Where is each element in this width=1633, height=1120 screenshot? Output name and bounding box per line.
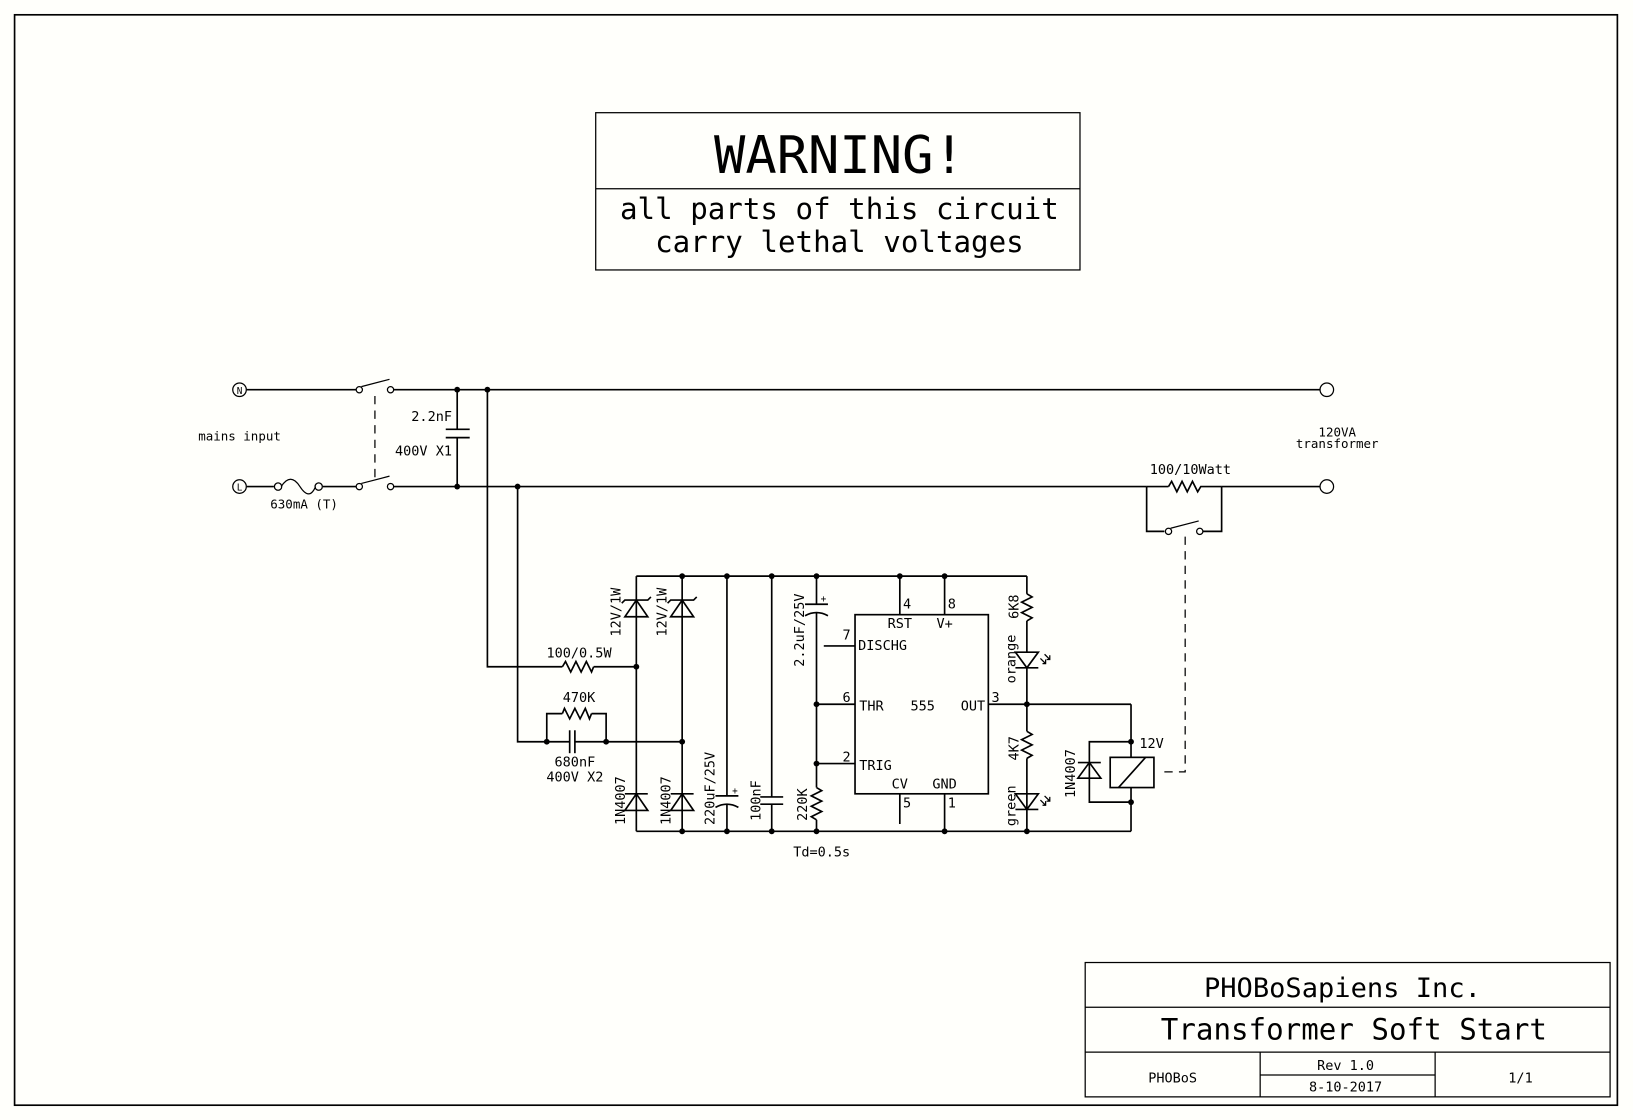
orange-resistor-label: 6K8 xyxy=(1007,594,1023,618)
bleed-resistor-label: 470K xyxy=(563,690,596,706)
pin-out-num: 3 xyxy=(991,690,999,706)
mains-input: N L mains input 630mA (T) xyxy=(198,378,395,511)
timing-resistor: 220K xyxy=(795,786,824,832)
pin-trig-num: 2 xyxy=(843,750,851,766)
pin-trig: TRIG xyxy=(859,758,892,774)
zener-diode-1: 12V/1W xyxy=(609,587,652,637)
green-indicator: 4K7 green xyxy=(1003,730,1051,826)
bulk-capacitor: + 220uF/25V xyxy=(702,576,739,832)
series-resistor: 100/0.5W xyxy=(546,645,612,674)
transformer-terminal-top xyxy=(1319,382,1335,398)
live-terminal-label: L xyxy=(237,483,243,494)
sheet-border xyxy=(13,13,1619,1107)
drawing-title: Transformer Soft Start xyxy=(1161,1013,1547,1047)
title-block: PHOBoSapiens Inc. Transformer Soft Start… xyxy=(1084,961,1611,1098)
revision: Rev 1.0 xyxy=(1317,1058,1374,1074)
chip-label: 555 xyxy=(911,698,935,714)
rectifier-diode-2: 1N4007 xyxy=(659,776,696,825)
relay-voltage-label: 12V xyxy=(1139,736,1163,752)
fuse: 630mA (T) xyxy=(270,478,338,511)
mains-input-label: mains input xyxy=(198,429,281,444)
transformer-label-1: 120VA xyxy=(1318,425,1356,440)
transformer-label-2: transformer xyxy=(1296,436,1379,451)
warning-line2: carry lethal voltages xyxy=(655,225,1024,259)
warning-box: WARNING! all parts of this circuit carry… xyxy=(595,112,1081,271)
warning-title: WARNING! xyxy=(714,126,965,186)
pin-cv-num: 5 xyxy=(903,795,911,811)
pin-gnd: GND xyxy=(932,777,956,793)
pin-disch-num: 7 xyxy=(843,628,851,644)
transformer-terminal-bottom xyxy=(1319,479,1335,494)
zener1-label: 12V/1W xyxy=(609,587,625,637)
diode2-label: 1N4007 xyxy=(659,776,675,825)
author: PHOBoS xyxy=(1148,1070,1197,1086)
pin-cv: CV xyxy=(892,777,908,793)
pin-rst-num: 4 xyxy=(903,596,911,612)
timer-555: RST 4 V+ 8 DISCHG 7 THR 6 555 OUT 3 TRIG… xyxy=(816,576,1132,832)
relay-contact xyxy=(1145,486,1223,773)
warning-line1: all parts of this circuit xyxy=(620,192,1059,226)
x2-cap-value: 680nF xyxy=(555,755,596,771)
bypass-resistor-label: 100/10Watt xyxy=(1150,462,1231,478)
bleed-resistor: 470K xyxy=(545,690,607,742)
svg-text:+: + xyxy=(732,786,738,797)
x1-cap-value: 2.2nF xyxy=(411,409,452,425)
delay-label: Td=0.5s xyxy=(793,844,850,860)
timing-capacitor: + 2.2uF/25V xyxy=(792,576,829,788)
x2-cap-rating: 400V X2 xyxy=(546,769,603,785)
bulk-cap-label: 220uF/25V xyxy=(702,752,718,825)
x1-capacitor: 2.2nF 400V X1 xyxy=(395,389,470,487)
zener2-label: 12V/1W xyxy=(655,587,671,637)
orange-led-label: orange xyxy=(1003,635,1019,684)
pin-vcc: V+ xyxy=(936,616,952,632)
pin-vcc-num: 8 xyxy=(948,596,956,612)
series-resistor-label: 100/0.5W xyxy=(546,645,612,661)
junctions xyxy=(454,386,1134,835)
decoupling-cap-label: 100nF xyxy=(748,780,764,821)
sheet-number: 1/1 xyxy=(1508,1070,1532,1086)
fuse-label: 630mA (T) xyxy=(270,496,338,511)
x1-cap-rating: 400V X1 xyxy=(395,443,452,459)
x2-capacitor: 680nF 400V X2 xyxy=(546,730,603,785)
timing-resistor-label: 220K xyxy=(795,787,811,820)
zener-diode-2: 12V/1W xyxy=(655,587,698,637)
pin-rst: RST xyxy=(888,616,912,632)
mains-switch[interactable] xyxy=(355,378,395,491)
pin-thr-num: 6 xyxy=(843,690,851,706)
timing-cap-label: 2.2uF/25V xyxy=(792,594,808,667)
neutral-terminal-label: N xyxy=(237,386,243,397)
bypass-resistor: 100/10Watt xyxy=(1146,462,1231,494)
decoupling-capacitor: 100nF xyxy=(748,576,784,832)
pin-gnd-num: 1 xyxy=(948,795,956,811)
company-name: PHOBoSapiens Inc. xyxy=(1204,973,1481,1004)
pin-disch: DISCHG xyxy=(858,638,907,654)
relay: 1N4007 12V xyxy=(1063,704,1164,832)
date: 8-10-2017 xyxy=(1309,1080,1382,1096)
pin-thr: THR xyxy=(859,698,884,714)
pin-out: OUT xyxy=(961,698,985,714)
rectifier-diode-1: 1N4007 xyxy=(613,776,650,825)
diode1-label: 1N4007 xyxy=(613,776,629,825)
svg-text:+: + xyxy=(821,594,827,605)
green-led-label: green xyxy=(1003,785,1019,826)
green-resistor-label: 4K7 xyxy=(1007,736,1023,760)
relay-diode-label: 1N4007 xyxy=(1063,749,1079,798)
